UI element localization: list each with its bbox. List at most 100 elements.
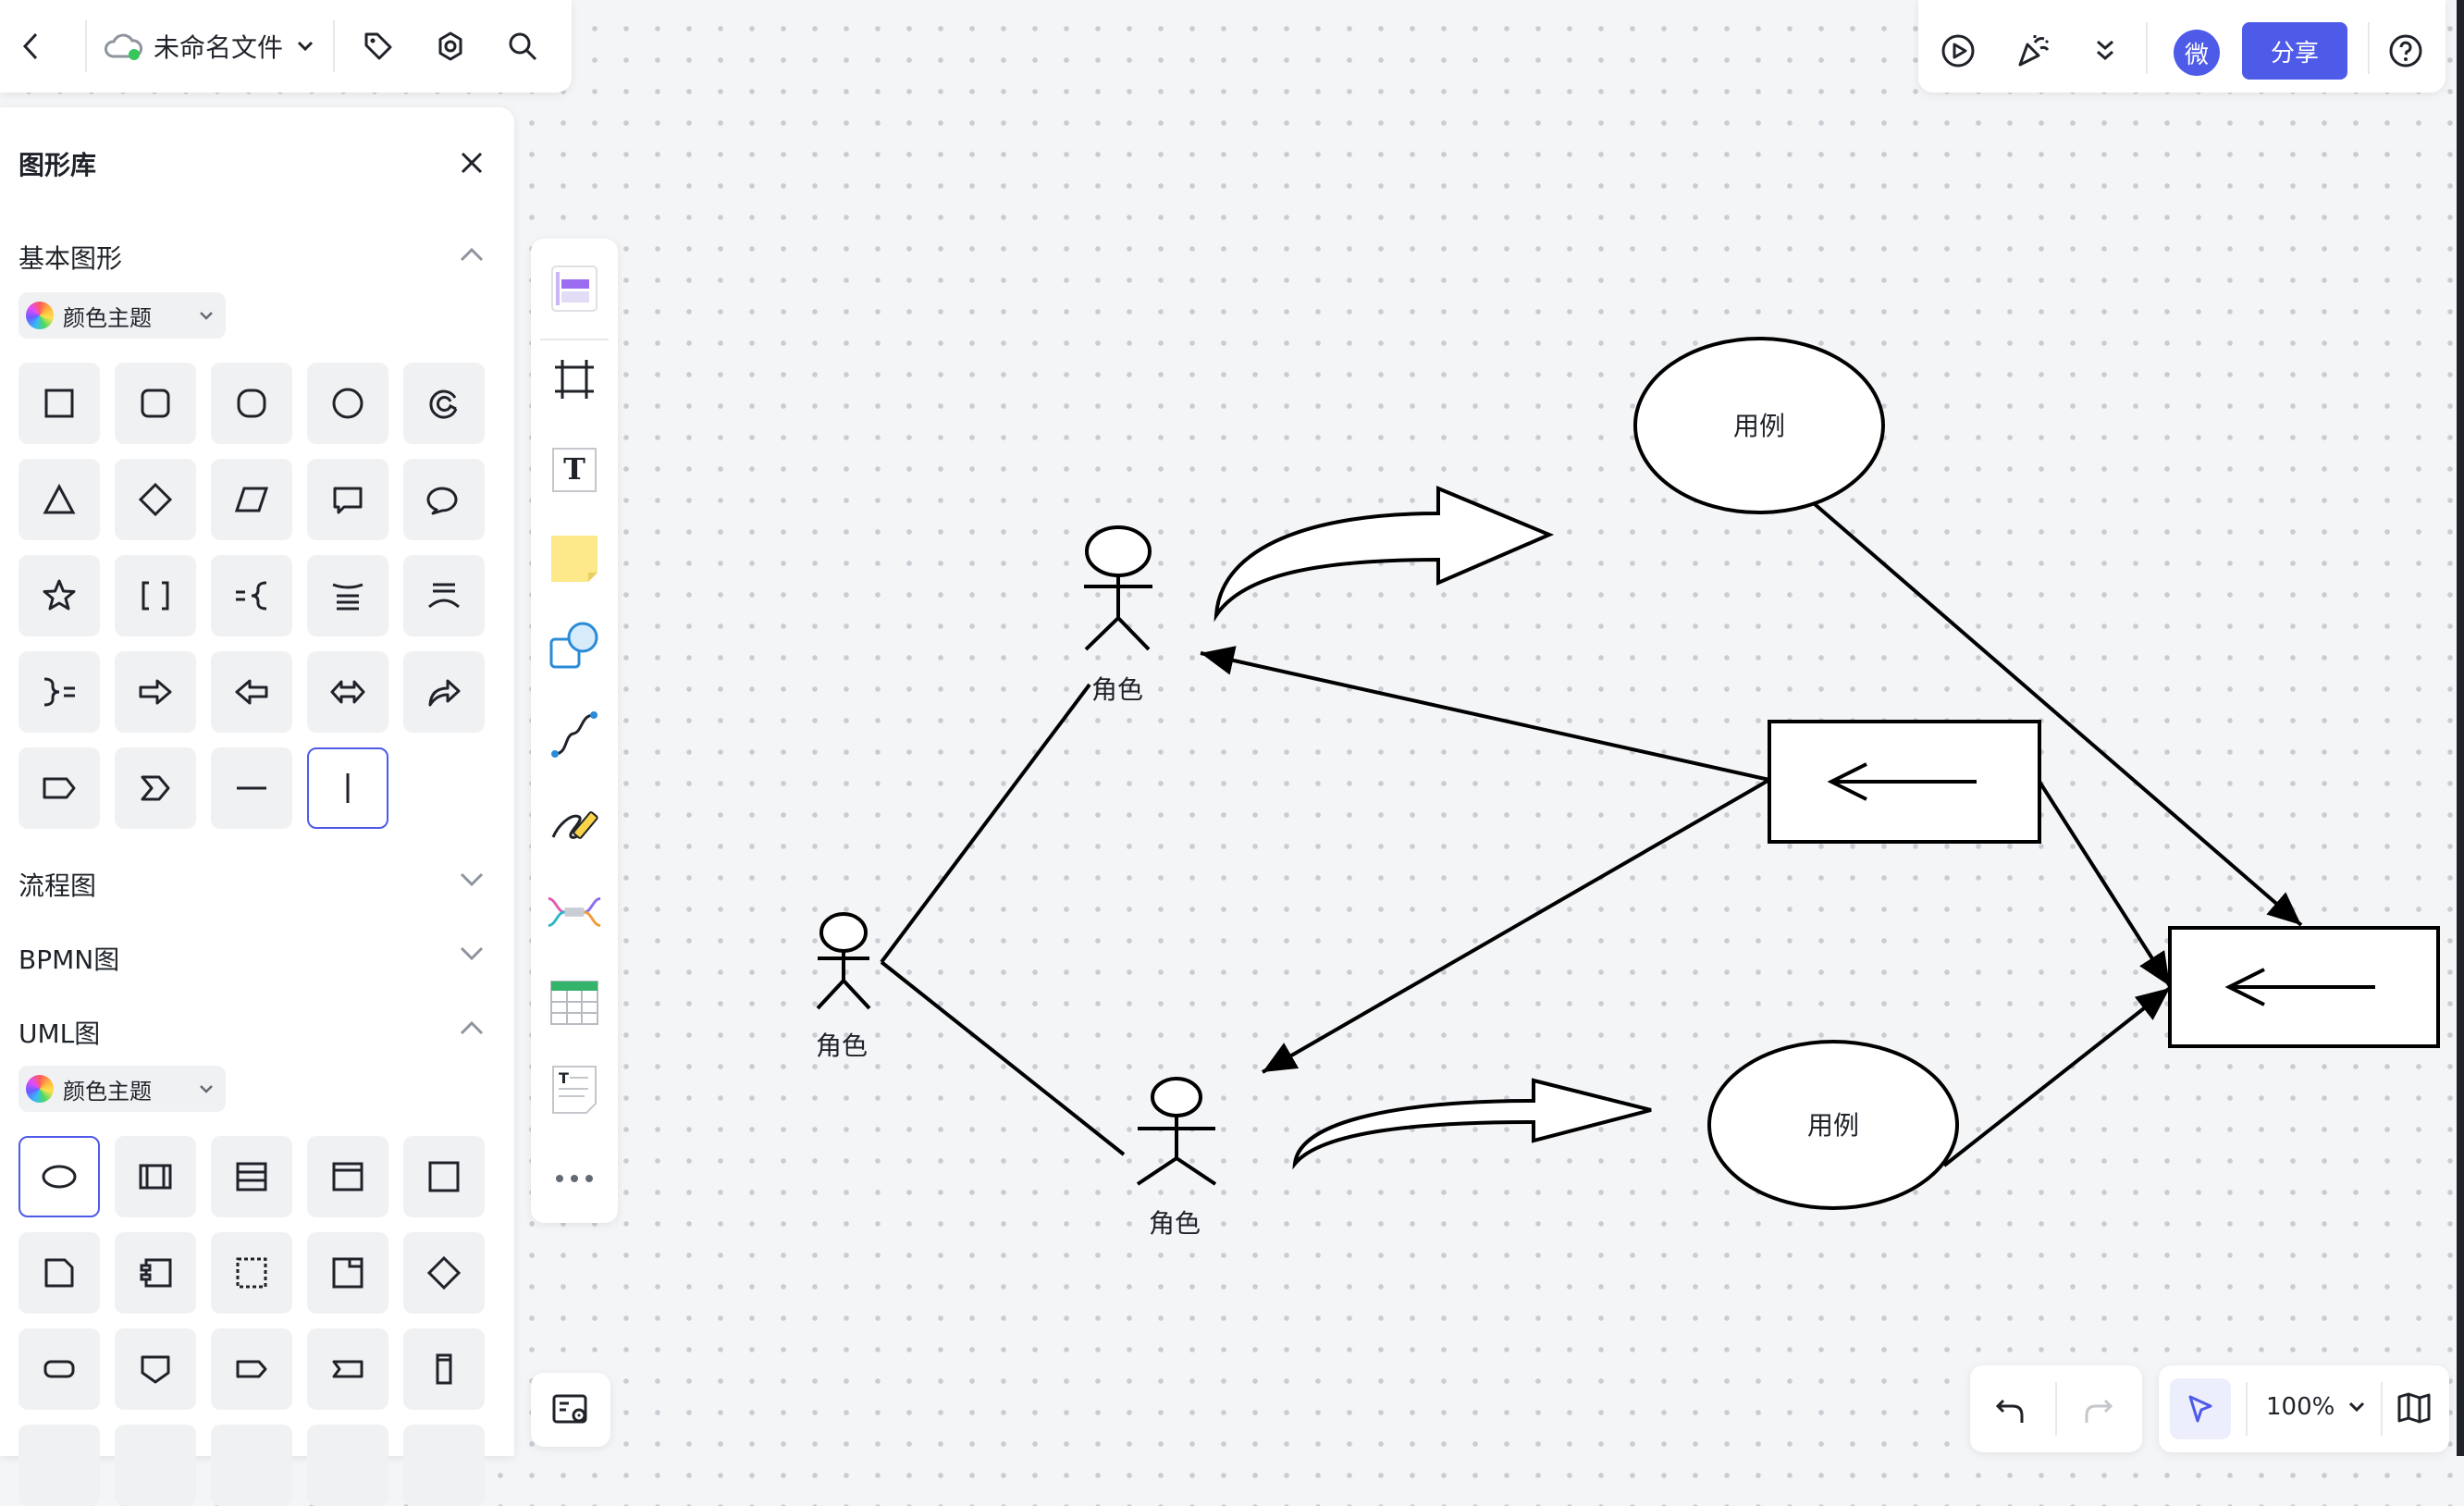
connector-line[interactable] <box>880 960 1126 1156</box>
shape-arrow-right[interactable] <box>115 651 196 733</box>
chevron-down-icon[interactable] <box>459 871 485 888</box>
shape-triangle[interactable] <box>18 459 100 540</box>
color-theme-select[interactable]: 颜色主题 <box>18 1066 226 1112</box>
uml-note[interactable] <box>18 1232 100 1314</box>
avatar[interactable]: 微 <box>2174 30 2220 76</box>
zoom-level[interactable]: 100% <box>2266 1393 2335 1421</box>
connector-arrow[interactable] <box>1813 502 2303 927</box>
shape-star[interactable] <box>18 555 100 636</box>
uml-frame[interactable] <box>307 1136 388 1217</box>
text-doc-icon[interactable]: T <box>547 1062 602 1117</box>
table-icon[interactable] <box>547 975 602 1031</box>
connector-icon[interactable] <box>547 707 602 762</box>
double-chevron-down-icon[interactable] <box>2092 37 2118 65</box>
chevron-down-icon[interactable] <box>459 945 485 962</box>
uml-shape-partial[interactable] <box>115 1425 196 1506</box>
uml-dashed-box[interactable] <box>211 1232 292 1314</box>
connector-arrow[interactable] <box>1262 778 1770 1074</box>
actor[interactable] <box>1084 525 1152 651</box>
uml-shape-partial[interactable] <box>307 1425 388 1506</box>
shape-parallelogram[interactable] <box>211 459 292 540</box>
shape-bracket[interactable] <box>115 555 196 636</box>
play-icon[interactable] <box>1940 33 1976 68</box>
uml-tall-rect[interactable] <box>403 1328 485 1410</box>
shape-equal-brace[interactable] <box>211 555 292 636</box>
section-uml[interactable]: UML图 <box>18 1018 101 1049</box>
section-flowchart[interactable]: 流程图 <box>18 870 97 901</box>
shape-circle[interactable] <box>307 363 388 444</box>
share-button[interactable]: 分享 <box>2242 22 2347 80</box>
template-icon[interactable] <box>547 261 602 316</box>
chevron-down-icon[interactable] <box>2347 1401 2366 1413</box>
section-bpmn[interactable]: BPMN图 <box>18 944 120 975</box>
uml-decision[interactable] <box>403 1232 485 1314</box>
chevron-down-icon[interactable] <box>296 40 314 53</box>
uml-flag[interactable] <box>307 1328 388 1410</box>
shape-diamond[interactable] <box>115 459 196 540</box>
undo-icon[interactable] <box>1994 1393 2027 1426</box>
actor[interactable] <box>1136 1077 1217 1186</box>
frame-icon[interactable] <box>547 352 602 407</box>
pen-icon[interactable] <box>547 796 602 851</box>
uml-component[interactable] <box>115 1232 196 1314</box>
uml-rounded[interactable] <box>18 1328 100 1410</box>
curved-block-arrow[interactable] <box>1292 1078 1652 1170</box>
shape-arrow-double[interactable] <box>307 651 388 733</box>
actor[interactable] <box>816 912 871 1010</box>
more-icon[interactable] <box>547 1151 602 1206</box>
uml-shield[interactable] <box>115 1328 196 1410</box>
shape-rectangle[interactable] <box>18 363 100 444</box>
party-icon[interactable] <box>2014 31 2051 68</box>
uml-box[interactable] <box>403 1136 485 1217</box>
section-basic-shapes[interactable]: 基本图形 <box>18 243 123 274</box>
shape-speech-bubble-square[interactable] <box>307 459 388 540</box>
text-icon[interactable]: T <box>547 442 602 498</box>
help-icon[interactable] <box>2388 33 2423 68</box>
diagram-canvas[interactable]: 用例 用例 角色 角色 角色 <box>0 0 2464 1456</box>
shape-speech-bubble-round[interactable] <box>403 459 485 540</box>
connector-line[interactable] <box>880 683 1091 964</box>
shape-annotation-right[interactable] <box>403 555 485 636</box>
chevron-left-icon[interactable] <box>17 28 44 65</box>
sticky-note-icon[interactable] <box>547 531 602 586</box>
shape-arc[interactable] <box>403 363 485 444</box>
arrow-box[interactable] <box>2168 926 2440 1048</box>
shape-rounded-square[interactable] <box>211 363 292 444</box>
redo-icon[interactable] <box>2081 1393 2114 1426</box>
shape-chevron[interactable] <box>115 747 196 829</box>
shape-brace-equal[interactable] <box>18 651 100 733</box>
curved-block-arrow[interactable] <box>1214 486 1555 623</box>
chevron-up-icon[interactable] <box>459 246 485 263</box>
shape-arrow-curved[interactable] <box>403 651 485 733</box>
shapes-icon[interactable] <box>547 618 602 673</box>
uml-object[interactable] <box>307 1232 388 1314</box>
use-case-ellipse[interactable] <box>1707 1040 1959 1210</box>
color-theme-select[interactable]: 颜色主题 <box>18 292 226 339</box>
chevron-up-icon[interactable] <box>459 1019 485 1036</box>
close-icon[interactable] <box>459 150 485 176</box>
uml-list-box[interactable] <box>211 1136 292 1217</box>
shape-horizontal-line[interactable] <box>211 747 292 829</box>
uml-shape-partial[interactable] <box>18 1425 100 1506</box>
shape-tag[interactable] <box>18 747 100 829</box>
document-title[interactable]: 未命名文件 <box>154 32 284 63</box>
shape-arrow-left[interactable] <box>211 651 292 733</box>
mindmap-icon[interactable] <box>547 884 602 940</box>
connector-arrow[interactable] <box>2038 780 2172 988</box>
shape-annotation-left[interactable] <box>307 555 388 636</box>
tag-icon[interactable] <box>363 31 394 62</box>
uml-shape-partial[interactable] <box>211 1425 292 1506</box>
search-icon[interactable] <box>507 31 538 62</box>
use-case-ellipse[interactable] <box>1633 337 1885 514</box>
connector-arrow[interactable] <box>1942 986 2172 1167</box>
connector-arrow[interactable] <box>1200 646 1770 782</box>
select-tool-button[interactable] <box>2170 1378 2231 1439</box>
uml-use-case[interactable] <box>18 1136 100 1217</box>
shape-vertical-line[interactable] <box>307 747 388 829</box>
arrow-box[interactable] <box>1768 720 2041 844</box>
uml-class-box[interactable] <box>115 1136 196 1217</box>
uml-tag[interactable] <box>211 1328 292 1410</box>
shape-rounded-rectangle[interactable] <box>115 363 196 444</box>
uml-shape-partial[interactable] <box>403 1425 485 1506</box>
gear-icon[interactable] <box>435 31 466 62</box>
